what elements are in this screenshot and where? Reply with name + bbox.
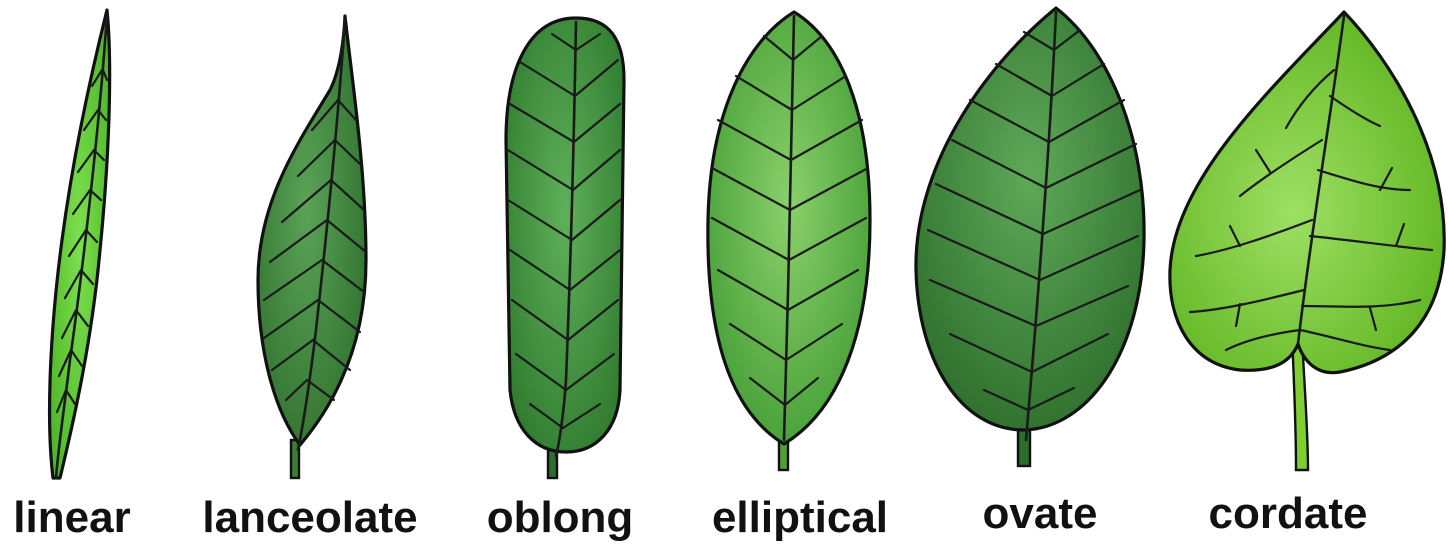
leaf-oblong [506,18,624,478]
leaf-label-cordate: cordate [1209,489,1368,538]
leaf-label-lanceolate: lanceolate [202,493,417,542]
ovate-leaf-blade [916,8,1144,430]
leaf-label-oblong: oblong [487,493,634,542]
leaf-label-linear: linear [13,493,130,542]
leaf-cordate [1170,12,1444,470]
leaf-lanceolate [258,16,366,478]
leaf-label-elliptical: elliptical [712,493,888,542]
leaf-labels: linear lanceolate oblong elliptical ovat… [13,489,1367,542]
leaf-ovate [916,8,1144,466]
cordate-leaf-blade [1170,12,1444,373]
leaf-label-ovate: ovate [983,489,1098,538]
leaf-elliptical [708,12,870,470]
leaf-linear [50,10,110,478]
